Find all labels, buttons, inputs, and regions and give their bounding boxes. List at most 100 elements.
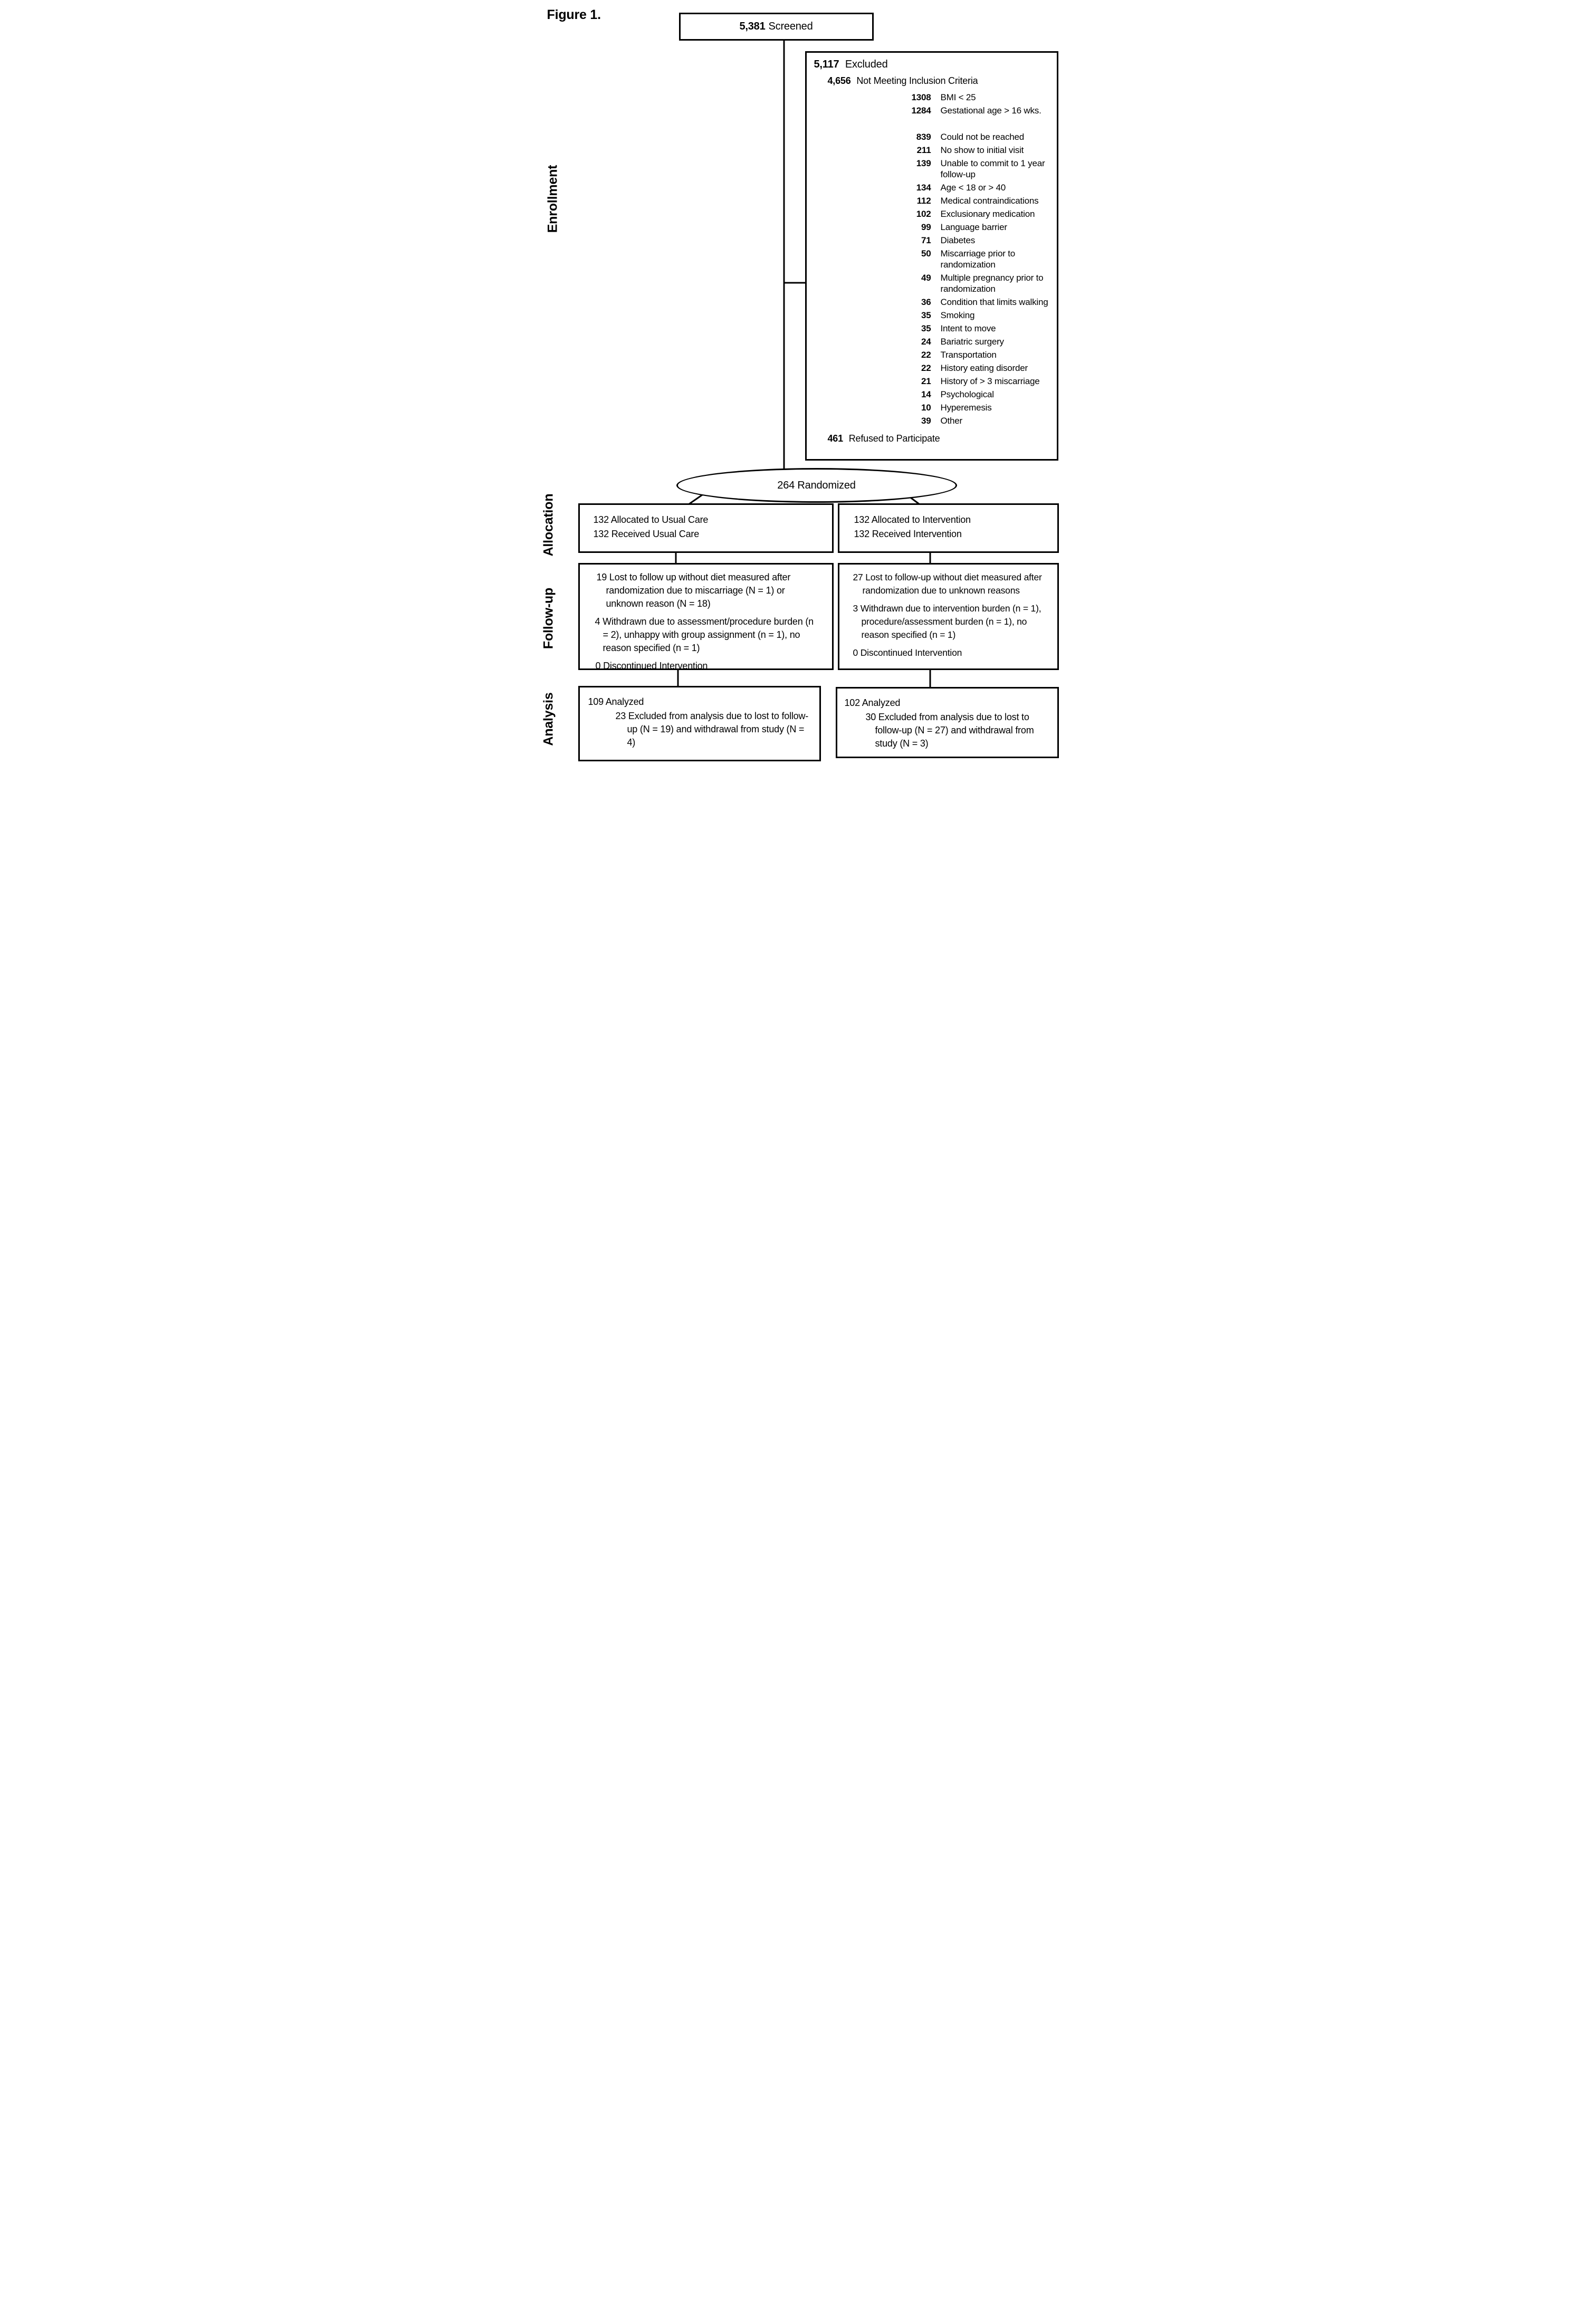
reason-count: 21: [921, 376, 931, 386]
reason-count: 36: [921, 297, 931, 307]
excluded-reason-row: 22 History eating disorder: [814, 362, 1053, 374]
reason-label: BMI < 25: [940, 92, 976, 102]
received-intervention-line: 132 Received Intervention: [854, 529, 962, 539]
figure-title: Figure 1.: [547, 7, 601, 22]
stage-label-analysis: Analysis: [541, 692, 556, 746]
reason-count: 102: [916, 209, 931, 219]
excluded-reason-row: 22 Transportation: [814, 349, 1053, 360]
reason-label: Hyperemesis: [940, 403, 992, 413]
analysis-intervention-box: 102 Analyzed 30 Excluded from analysis d…: [835, 687, 1059, 758]
reason-label: Condition that limits walking: [940, 297, 1048, 307]
reason-count: 35: [921, 323, 931, 333]
excluded-reason-row: 21 History of > 3 miscarriage: [814, 376, 1053, 387]
reason-label: Bariatric surgery: [940, 337, 1005, 347]
analysis-excluded-intervention: 30 Excluded from analysis due to lost to…: [865, 712, 1034, 749]
excluded-reason-row: 102 Exclusionary medication: [814, 208, 1053, 219]
reason-label: Unable to commit to 1 year follow-up: [940, 158, 1045, 179]
allocation-intervention-box: 132 Allocated to Intervention 132 Receiv…: [837, 503, 1059, 553]
stage-label-enrollment: Enrollment: [545, 165, 560, 233]
analyzed-intervention-line: 102 Analyzed: [844, 697, 901, 708]
reason-count: 39: [921, 416, 931, 426]
reason-label: Gestational age > 16 wks.: [940, 106, 1041, 116]
excluded-reason-row: 36 Condition that limits walking: [814, 297, 1053, 308]
reason-count: 134: [916, 183, 931, 193]
excluded-box: 5,117 Excluded 4,656 Not Meeting Inclusi…: [805, 51, 1058, 461]
excluded-label: Excluded: [845, 59, 888, 70]
allocation-usual-care-box: 132 Allocated to Usual Care 132 Received…: [578, 503, 834, 553]
followup-usual-care-box: 19 Lost to follow up without diet measur…: [578, 563, 834, 671]
reason-count: 99: [921, 222, 931, 232]
followup-lost-usual-care: 19 Lost to follow up without diet measur…: [596, 572, 791, 609]
not-meeting-label: Not Meeting Inclusion Criteria: [856, 75, 978, 86]
excluded-reason-row: 211 No show to initial visit: [814, 145, 1053, 156]
analysis-usual-care-box: 109 Analyzed 23 Excluded from analysis d…: [578, 686, 821, 761]
consort-flow-diagram: Figure 1. Enrollment Allocation Follow-u…: [532, 0, 1064, 768]
reason-label: Diabetes: [940, 235, 976, 245]
reason-count: 22: [921, 350, 931, 360]
received-usual-care-line: 132 Received Usual Care: [593, 529, 700, 539]
followup-discontinued-intervention: 0 Discontinued Intervention: [853, 647, 962, 658]
reason-count: 1308: [911, 92, 931, 102]
screened-label: Screened: [768, 21, 813, 32]
reason-label: History of > 3 miscarriage: [940, 376, 1040, 386]
excluded-reason-row: 139 Unable to commit to 1 year follow-up: [814, 158, 1053, 180]
excluded-reason-row: 71 Diabetes: [814, 235, 1053, 246]
reason-label: Exclusionary medication: [940, 209, 1035, 219]
excluded-count: 5,117: [814, 59, 839, 70]
excluded-reason-row: 24 Bariatric surgery: [814, 336, 1053, 347]
stage-label-followup: Follow-up: [541, 587, 556, 649]
reason-count: 71: [921, 235, 931, 245]
reason-count: 49: [921, 273, 931, 283]
excluded-reason-row: 1284 Gestational age > 16 wks.: [814, 105, 1053, 116]
followup-withdrawn-usual-care: 4 Withdrawn due to assessment/procedure …: [595, 616, 814, 653]
reason-label: Medical contraindications: [940, 196, 1039, 206]
randomized-label: Randomized: [797, 479, 856, 491]
analysis-excluded-usual-care: 23 Excluded from analysis due to lost to…: [615, 711, 809, 748]
allocated-intervention-line: 132 Allocated to Intervention: [854, 514, 971, 525]
reason-count: 139: [916, 158, 931, 168]
reason-label: Could not be reached: [940, 132, 1025, 142]
reason-count: 24: [921, 337, 931, 347]
reason-count: 211: [916, 145, 931, 155]
reason-label: Smoking: [940, 310, 975, 320]
excluded-reason-row: 1308 BMI < 25: [814, 92, 1053, 103]
reason-label: Age < 18 or > 40: [940, 183, 1006, 193]
followup-discontinued-usual-care: 0 Discontinued Intervention: [595, 661, 708, 671]
excluded-reason-row: 50 Miscarriage prior to randomization: [814, 248, 1053, 270]
screened-count: 5,381: [739, 21, 766, 32]
reason-count: 112: [916, 196, 931, 206]
excluded-subheader: 4,656 Not Meeting Inclusion Criteria: [828, 75, 1053, 87]
excluded-reason-row: 10 Hyperemesis: [814, 402, 1053, 413]
randomized-ellipse: 264 Randomized: [676, 468, 957, 503]
refused-label: Refused to Participate: [848, 433, 940, 444]
reason-count: 839: [916, 132, 931, 142]
excluded-reason-row: 839 Could not be reached: [814, 131, 1053, 142]
excluded-reason-row: 14 Psychological: [814, 389, 1053, 400]
reason-count: 14: [921, 389, 931, 399]
reason-count: 10: [921, 403, 931, 413]
refused-row: 461 Refused to Participate: [828, 433, 1053, 444]
analyzed-usual-care-line: 109 Analyzed: [588, 696, 644, 707]
reason-label: Multiple pregnancy prior to randomizatio…: [940, 273, 1044, 294]
reason-label: No show to initial visit: [940, 145, 1024, 155]
screened-box: 5,381 Screened: [678, 13, 874, 41]
reason-label: Other: [940, 416, 963, 426]
excluded-header: 5,117 Excluded: [814, 58, 1053, 71]
allocated-usual-care-line: 132 Allocated to Usual Care: [593, 514, 709, 525]
reason-count: 1284: [911, 106, 931, 116]
reason-count: 50: [921, 249, 931, 259]
excluded-reason-row: 112 Medical contraindications: [814, 195, 1053, 206]
not-meeting-count: 4,656: [827, 75, 851, 86]
followup-lost-intervention: 27 Lost to follow-up without diet measur…: [853, 572, 1042, 596]
reason-label: Psychological: [940, 389, 995, 399]
reason-label: Miscarriage prior to randomization: [940, 249, 1016, 270]
excluded-reason-row: 35 Smoking: [814, 310, 1053, 321]
reason-label: Transportation: [940, 350, 997, 360]
followup-withdrawn-intervention: 3 Withdrawn due to intervention burden (…: [853, 603, 1041, 640]
excluded-reason-row: 134 Age < 18 or > 40: [814, 182, 1053, 193]
reason-label: History eating disorder: [940, 363, 1028, 373]
reason-count: 22: [921, 363, 931, 373]
reason-count: 35: [921, 310, 931, 320]
